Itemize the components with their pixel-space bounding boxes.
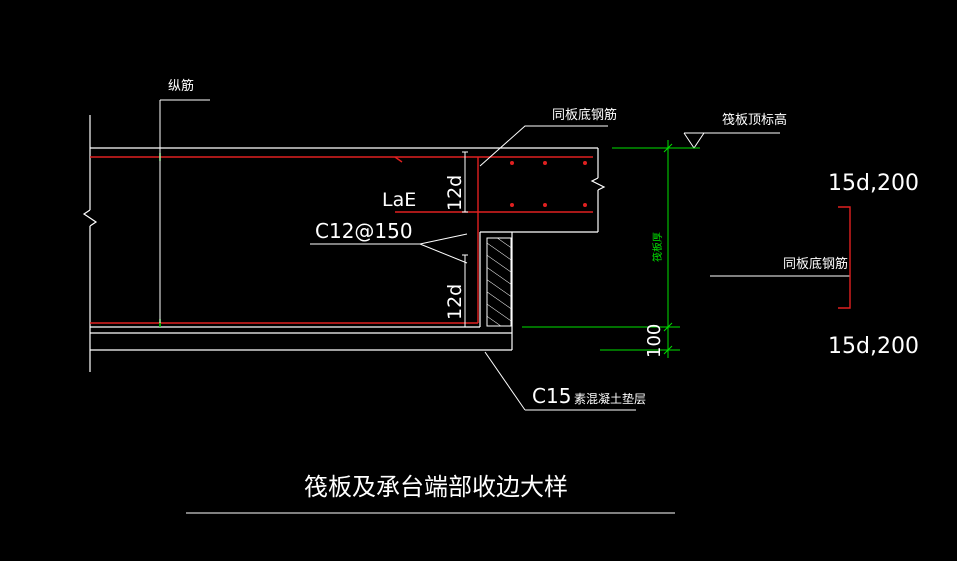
label-cushion: C15 xyxy=(532,384,571,408)
leaders xyxy=(159,99,850,411)
slab-outline xyxy=(82,115,606,372)
hatch-area xyxy=(486,237,512,327)
legend-bracket xyxy=(838,206,851,309)
label-dim-100: 100 xyxy=(644,324,665,358)
rebar-lines xyxy=(90,156,593,324)
label-12d-upper: 12d xyxy=(444,175,466,211)
label-lae: LaE xyxy=(382,189,416,211)
rebar-dots xyxy=(510,161,587,207)
label-12d-lower: 12d xyxy=(444,284,466,320)
label-raft-thickness: 筏板厚 xyxy=(651,232,664,262)
legend-top-label: 15d,200 xyxy=(828,171,919,196)
legend-middle-label: 同板底钢筋 xyxy=(783,256,848,272)
label-rebar-spec: C12@150 xyxy=(315,219,413,243)
drawing-title: 筏板及承台端部收边大样 xyxy=(304,473,568,501)
legend-bottom-label: 15d,200 xyxy=(828,334,919,359)
dimension-lines xyxy=(522,140,700,358)
label-longitudinal-bar: 纵筋 xyxy=(168,78,194,94)
label-same-bottom-bar: 同板底钢筋 xyxy=(552,107,617,123)
label-cushion-desc: 素混凝土垫层 xyxy=(574,391,646,406)
label-raft-top-level: 筏板顶标高 xyxy=(722,112,787,128)
